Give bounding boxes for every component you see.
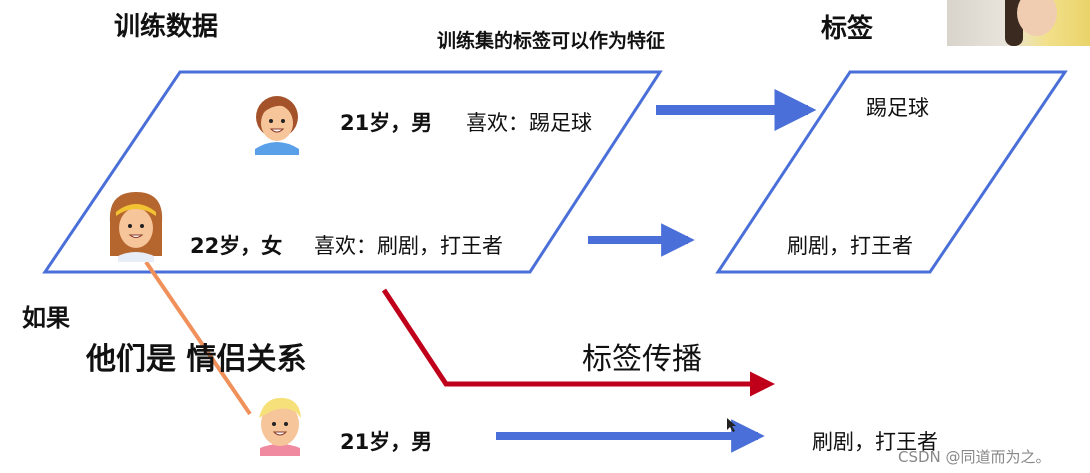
girl-like: 喜欢：刷剧，打王者 (314, 234, 503, 258)
girl-label: 刷剧，打王者 (787, 234, 913, 258)
boy1-label: 踢足球 (866, 96, 929, 120)
subtitle-note: 训练集的标签可以作为特征 (437, 30, 666, 52)
label-propagation-text: 标签传播 (582, 342, 702, 377)
boy2-info: 21岁，男 (340, 430, 433, 454)
boy1-like: 喜欢：踢足球 (466, 111, 592, 135)
webcam-overlay (947, 0, 1090, 46)
girl-avatar-icon (109, 192, 163, 262)
boy-avatar-icon (255, 96, 299, 155)
cursor-icon (727, 418, 736, 432)
couple-relation-link (144, 260, 252, 416)
training-data-parallelogram (42, 70, 663, 274)
training-data-title: 训练数据 (114, 12, 219, 42)
webcam-face (1017, 0, 1057, 36)
girl-info: 22岁，女 (190, 234, 283, 258)
blond-boy-avatar-icon (259, 397, 301, 456)
boy1-info: 21岁，男 (340, 111, 433, 135)
label-propagation-arrow (381, 288, 775, 397)
csdn-watermark: CSDN @同道而为之。 (898, 448, 1051, 466)
hypothesis-relation: 他们是 情侣关系 (86, 342, 307, 377)
boy2-propagated-label: 刷剧，打王者 (812, 430, 938, 454)
labels-title: 标签 (821, 14, 874, 44)
labels-parallelogram (715, 70, 1068, 274)
hypothesis-if: 如果 (22, 304, 70, 332)
